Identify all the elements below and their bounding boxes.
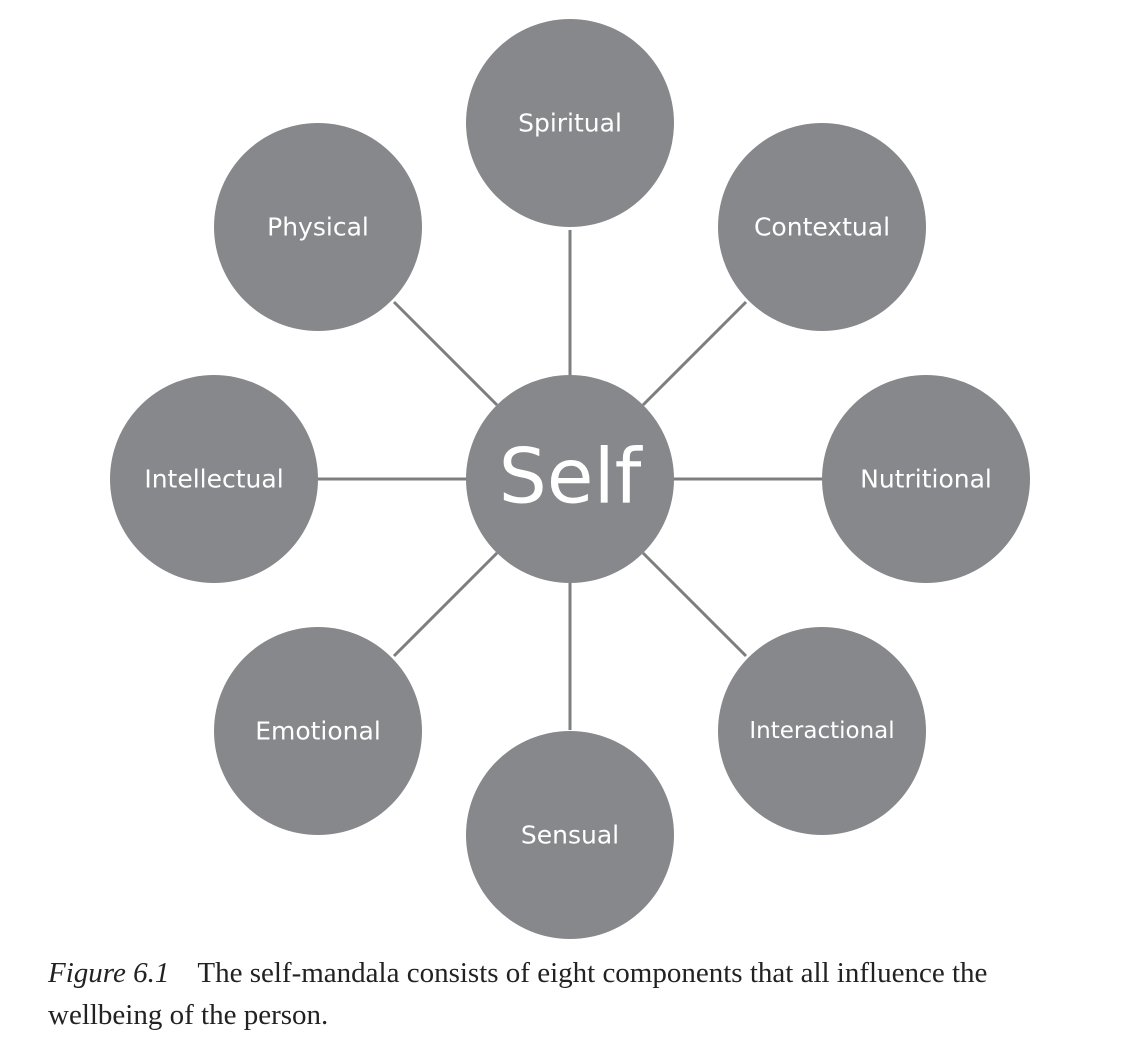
node-spiritual: Spiritual — [466, 19, 674, 227]
node-nutritional-circle — [822, 375, 1030, 583]
node-nutritional: Nutritional — [822, 375, 1030, 583]
node-emotional-circle — [214, 627, 422, 835]
node-interactional-circle — [718, 627, 926, 835]
connectors — [318, 230, 822, 730]
node-contextual: Contextual — [718, 123, 926, 331]
node-intellectual: Intellectual — [110, 375, 318, 583]
node-self: Self — [466, 375, 674, 583]
node-sensual-label: Sensual — [521, 821, 619, 850]
node-self-circle — [466, 375, 674, 583]
node-nutritional-label: Nutritional — [860, 465, 992, 494]
figure-number: Figure 6.1 — [48, 957, 170, 989]
connector-physical — [392, 300, 499, 407]
node-intellectual-label: Intellectual — [144, 465, 283, 494]
node-sensual: Sensual — [466, 731, 674, 939]
node-emotional: Emotional — [214, 627, 422, 835]
node-contextual-label: Contextual — [754, 213, 890, 242]
node-interactional-label: Interactional — [749, 718, 894, 744]
connector-emotional — [392, 551, 499, 658]
node-sensual-circle — [466, 731, 674, 939]
node-physical-circle — [214, 123, 422, 331]
node-spiritual-label: Spiritual — [518, 109, 622, 138]
node-interactional: Interactional — [718, 627, 926, 835]
connector-interactional — [641, 551, 748, 658]
node-contextual-circle — [718, 123, 926, 331]
node-physical: Physical — [214, 123, 422, 331]
node-intellectual-circle — [110, 375, 318, 583]
connector-contextual — [641, 300, 748, 407]
node-spiritual-circle — [466, 19, 674, 227]
figure-caption-text: The self-mandala consists of eight compo… — [48, 957, 988, 1031]
node-emotional-label: Emotional — [255, 717, 381, 746]
node-physical-label: Physical — [267, 213, 369, 242]
self-mandala-diagram: Spiritual Contextual Nutritional Interac… — [110, 19, 1030, 939]
node-self-label: Self — [499, 432, 644, 521]
